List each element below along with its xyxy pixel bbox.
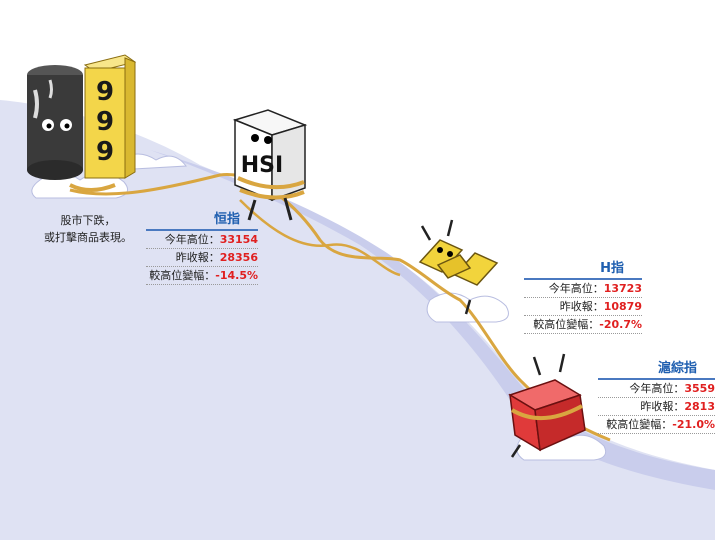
row-label: 較高位變幅： (606, 418, 673, 431)
panel-row: 今年高位：33154 (146, 231, 258, 249)
panel-title: 滬綜指 (657, 361, 697, 376)
panel-row: 今年高位：13723 (524, 280, 642, 298)
panel-row: 昨收報：2813 (598, 398, 715, 416)
panel-row: 較高位變幅：-21.0% (598, 416, 715, 434)
row-value: 33154 (219, 233, 258, 246)
row-value: -21.0% (672, 418, 715, 431)
caption: 股市下跌， 或打擊商品表現。 (28, 212, 148, 246)
index-panel-h: H指 今年高位：13723 昨收報：10879 較高位變幅：-20.7% (524, 260, 642, 334)
row-label: 昨收報： (559, 300, 604, 313)
row-value: -20.7% (599, 318, 642, 331)
row-value: 3559 (684, 382, 715, 395)
row-value: -14.5% (215, 269, 258, 282)
row-label: 今年高位： (164, 233, 220, 246)
panel-title: H指 (600, 261, 624, 276)
oil-barrel-character (27, 65, 83, 180)
row-label: 較高位變幅： (149, 269, 216, 282)
gold-bar-character: 9 9 9 (69, 54, 137, 192)
row-value: 10879 (603, 300, 642, 313)
gold-digit: 9 (96, 107, 114, 137)
caption-line: 或打擊商品表現。 (44, 231, 132, 244)
hsi-label: HSI (241, 153, 283, 178)
panel-divider (524, 278, 642, 280)
panel-row: 昨收報：10879 (524, 298, 642, 316)
panel-divider (598, 378, 715, 380)
row-label: 較高位變幅： (533, 318, 600, 331)
caption-line: 股市下跌， (60, 214, 116, 227)
panel-row: 較高位變幅：-20.7% (524, 316, 642, 334)
rope (239, 199, 401, 277)
index-panel-shanghai: 滬綜指 今年高位：3559 昨收報：2813 較高位變幅：-21.0% (598, 360, 715, 434)
hsi-cube-character: HSI (232, 109, 308, 221)
rope (69, 173, 611, 442)
shanghai-index-character (508, 353, 586, 458)
row-label: 今年高位： (548, 282, 604, 295)
gold-digit: 9 (96, 137, 114, 167)
h-index-character: H (418, 219, 499, 315)
gold-digit: 9 (96, 77, 114, 107)
row-label: 今年高位： (629, 382, 685, 395)
row-label: 昨收報： (175, 251, 220, 264)
panel-row: 今年高位：3559 (598, 380, 715, 398)
panel-title: 恒指 (213, 212, 240, 227)
panel-row: 較高位變幅：-14.5% (146, 267, 258, 285)
row-label: 昨收報： (640, 400, 685, 413)
panel-row: 昨收報：28356 (146, 249, 258, 267)
row-value: 13723 (603, 282, 642, 295)
panel-divider (146, 229, 258, 231)
index-panel-hsi: 恒指 今年高位：33154 昨收報：28356 較高位變幅：-14.5% (146, 211, 258, 285)
row-value: 28356 (219, 251, 258, 264)
row-value: 2813 (684, 400, 715, 413)
